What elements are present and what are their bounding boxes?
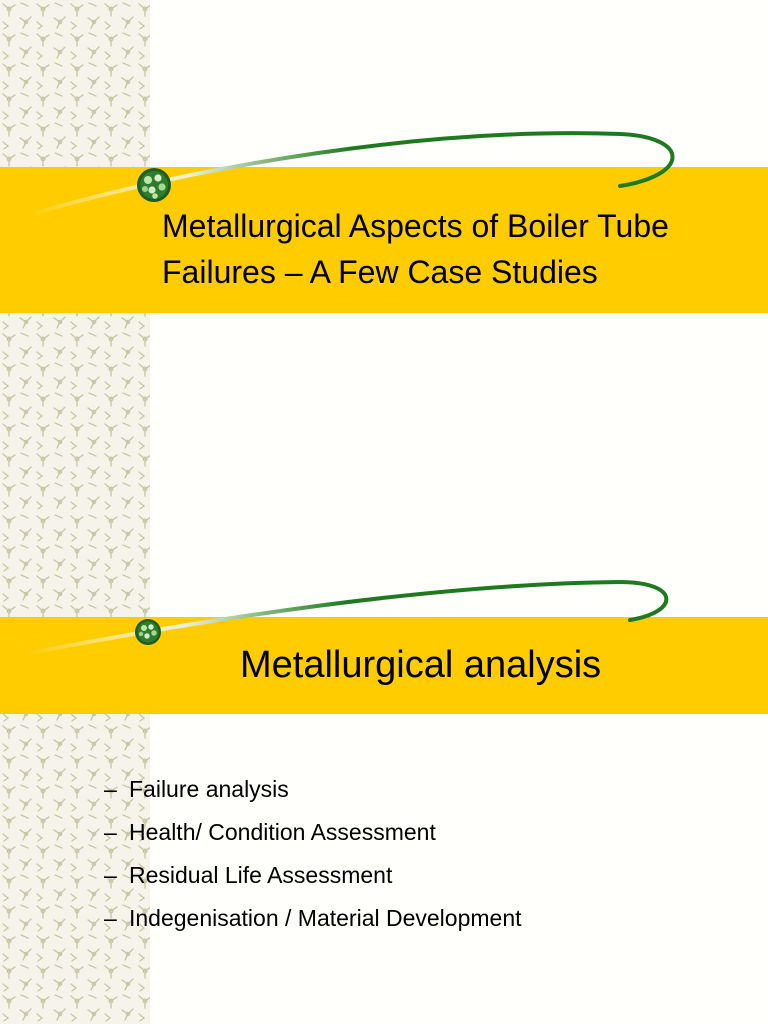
title-slide: Metallurgical Aspects of Boiler Tube Fai… bbox=[0, 0, 768, 512]
swoosh-arc bbox=[26, 131, 675, 217]
content-slide: Metallurgical analysis –Failure analysis… bbox=[0, 512, 768, 1024]
bullet-dash: – bbox=[104, 776, 117, 802]
list-item: –Failure analysis bbox=[104, 768, 522, 811]
bullet-text: Failure analysis bbox=[129, 776, 289, 802]
bullet-list: –Failure analysis –Health/ Condition Ass… bbox=[104, 768, 522, 940]
list-item: –Health/ Condition Assessment bbox=[104, 811, 522, 854]
bullet-dash: – bbox=[104, 819, 117, 845]
bullet-text: Indegenisation / Material Development bbox=[129, 905, 522, 931]
bullet-dash: – bbox=[104, 862, 117, 888]
bullet-dash: – bbox=[104, 905, 117, 931]
title-line-1: Metallurgical Aspects of Boiler Tube bbox=[162, 208, 669, 244]
title-banner bbox=[0, 167, 768, 313]
bullet-text: Residual Life Assessment bbox=[129, 862, 393, 888]
bullet-text: Health/ Condition Assessment bbox=[129, 819, 436, 845]
green-ball-icon bbox=[137, 168, 171, 202]
swoosh-arc bbox=[23, 579, 669, 656]
title-line-2: Failures – A Few Case Studies bbox=[162, 254, 598, 290]
green-ball-icon bbox=[135, 619, 161, 645]
list-item: –Residual Life Assessment bbox=[104, 854, 522, 897]
molecule-pattern bbox=[0, 512, 150, 1024]
slide-title: Metallurgical analysis bbox=[240, 644, 602, 686]
slide-title: Metallurgical Aspects of Boiler Tube Fai… bbox=[162, 203, 752, 295]
list-item: –Indegenisation / Material Development bbox=[104, 897, 522, 940]
